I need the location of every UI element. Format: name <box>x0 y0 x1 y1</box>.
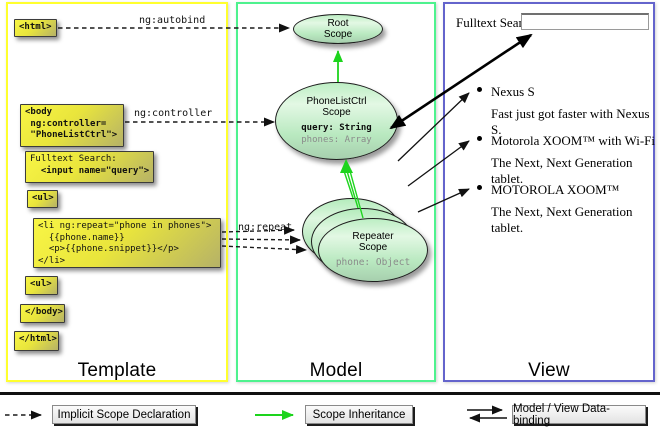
ng-controller-label: ng:controller <box>134 108 213 119</box>
scope-name: Scope <box>322 106 351 118</box>
template-column-label: Template <box>77 360 157 381</box>
code-line: ng:controller= <box>25 118 107 129</box>
code-line: <ul> <box>32 193 54 203</box>
scope-name: Scope <box>323 29 353 40</box>
code-line: <ul> <box>30 279 52 289</box>
code-line: <body <box>25 107 53 117</box>
code-line: </body> <box>25 307 63 317</box>
phonelistctrl-scope-ellipse: PhoneListCtrl Scope query: String phones… <box>275 82 398 160</box>
view-item-title: MOTOROLA XOOM™ <box>491 182 620 197</box>
code-line: Fulltext Search: <box>30 154 117 164</box>
model-column: Model <box>236 2 436 382</box>
scope-property-phones: phones: Array <box>301 134 372 145</box>
html-close-tag-box: </html> <box>14 331 59 351</box>
root-scope-ellipse: Root Scope <box>293 14 383 44</box>
view-search-label: Fulltext Search: <box>456 15 539 30</box>
view-item-title: Motorola XOOM™ with Wi-Fi <box>491 133 656 148</box>
scope-property-query: query: String <box>301 123 372 133</box>
code-line: <li ng:repeat="phone in phones"> <box>38 221 212 231</box>
legend-databinding-box: Model / View Data-binding <box>512 402 646 427</box>
code-line: <html> <box>19 22 52 32</box>
scope-name: Root <box>327 17 349 29</box>
model-column-label: Model <box>309 360 363 381</box>
legend-label: Scope Inheritance <box>312 408 406 421</box>
li-repeat-box: <li ng:repeat="phone in phones"> {{phone… <box>33 218 221 268</box>
html-open-tag-box: <html> <box>14 19 57 37</box>
bullet-icon <box>477 136 482 141</box>
view-search-input <box>521 13 649 30</box>
scope-name: Repeater <box>352 230 394 242</box>
body-open-tag-box: <body ng:controller= "PhoneListCtrl"> <box>20 104 124 147</box>
code-line: </html> <box>19 334 57 344</box>
legend-separator <box>0 392 660 395</box>
view-column-label: View <box>528 360 570 381</box>
legend-scope-inheritance-box: Scope Inheritance <box>305 405 413 424</box>
bullet-icon <box>477 185 482 190</box>
scope-name: Scope <box>358 241 388 253</box>
legend-label: Implicit Scope Declaration <box>57 408 191 421</box>
view-item-title: Nexus S <box>491 84 535 99</box>
repeater-scope-ellipse: Repeater Scope phone: Object <box>318 218 428 282</box>
code-line: </li> <box>38 255 66 266</box>
ng-repeat-label: ng:repeat <box>238 222 293 233</box>
code-line: "PhoneListCtrl"> <box>25 130 118 141</box>
body-close-tag-box: </body> <box>20 304 65 323</box>
code-line: <input name="query"> <box>30 165 150 176</box>
fulltext-search-template-box: Fulltext Search: <input name="query"> <box>25 151 154 183</box>
code-line: <p>{{phone.snippet}}</p> <box>38 244 179 255</box>
legend-label: Model / View Data-binding <box>513 402 610 427</box>
code-line: {{phone.name}} <box>38 232 125 243</box>
scope-name: PhoneListCtrl <box>306 95 367 107</box>
scope-property-phone: phone: Object <box>335 257 411 269</box>
bullet-icon <box>477 87 482 92</box>
legend-implicit-scope-box: Implicit Scope Declaration <box>52 405 196 424</box>
view-item-snippet: The Next, Next Generation tablet. <box>491 155 633 186</box>
view-item-snippet: The Next, Next Generation tablet. <box>491 204 633 235</box>
ul-open-tag-box: <ul> <box>27 190 58 208</box>
ng-autobind-label: ng:autobind <box>139 15 206 26</box>
ul-close-tag-box: <ul> <box>25 276 58 295</box>
